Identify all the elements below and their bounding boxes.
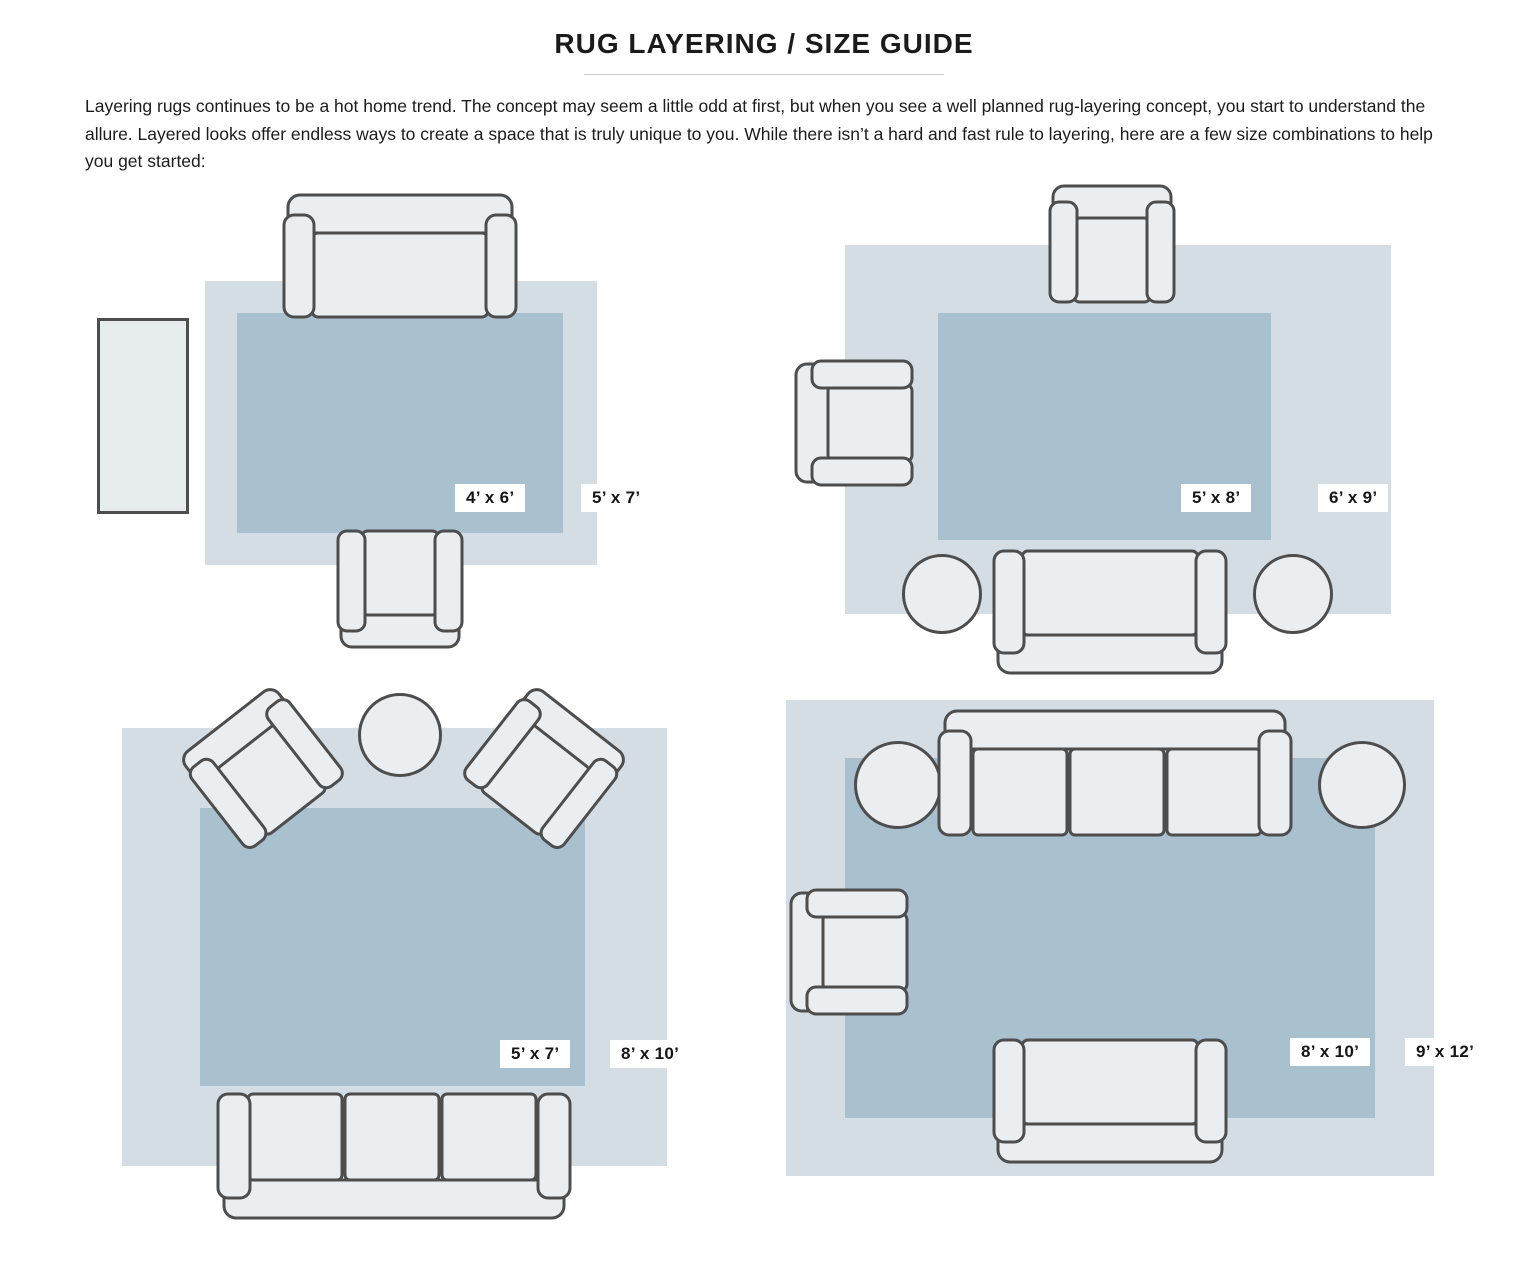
outer-rug-size-label: 6’ x 9’ (1318, 484, 1389, 512)
three-seat-sofa-icon (216, 1092, 572, 1220)
side-table-icon (97, 318, 189, 514)
inner-rug-size-label: 5’ x 7’ (500, 1040, 571, 1068)
round-table-icon (358, 693, 442, 777)
armchair-icon (794, 359, 914, 487)
armchair-icon (1048, 184, 1176, 304)
intro-paragraph: Layering rugs continues to be a hot home… (85, 96, 1433, 172)
round-table-icon (1318, 741, 1406, 829)
outer-rug-size-label: 5’ x 7’ (581, 484, 652, 512)
round-pouf-icon (1253, 554, 1333, 634)
page-title: RUG LAYERING / SIZE GUIDE (554, 28, 974, 59)
title-divider (584, 74, 944, 75)
inner-rug-size-label: 5’ x 8’ (1181, 484, 1252, 512)
round-table-icon (854, 741, 942, 829)
inner-rug-size-label: 8’ x 10’ (1290, 1038, 1371, 1066)
outer-rug-size-label: 9’ x 12’ (1405, 1038, 1486, 1066)
inner-rug-size-label: 4’ x 6’ (455, 484, 526, 512)
armchair-icon (336, 529, 464, 649)
outer-rug-size-label: 8’ x 10’ (610, 1040, 691, 1068)
inner-rug (200, 808, 585, 1086)
armchair-icon (789, 888, 909, 1016)
sofa-icon (992, 1038, 1228, 1164)
three-seat-sofa-icon (937, 709, 1293, 837)
sofa-icon (282, 193, 518, 319)
sofa-icon (992, 549, 1228, 675)
round-pouf-icon (902, 554, 982, 634)
